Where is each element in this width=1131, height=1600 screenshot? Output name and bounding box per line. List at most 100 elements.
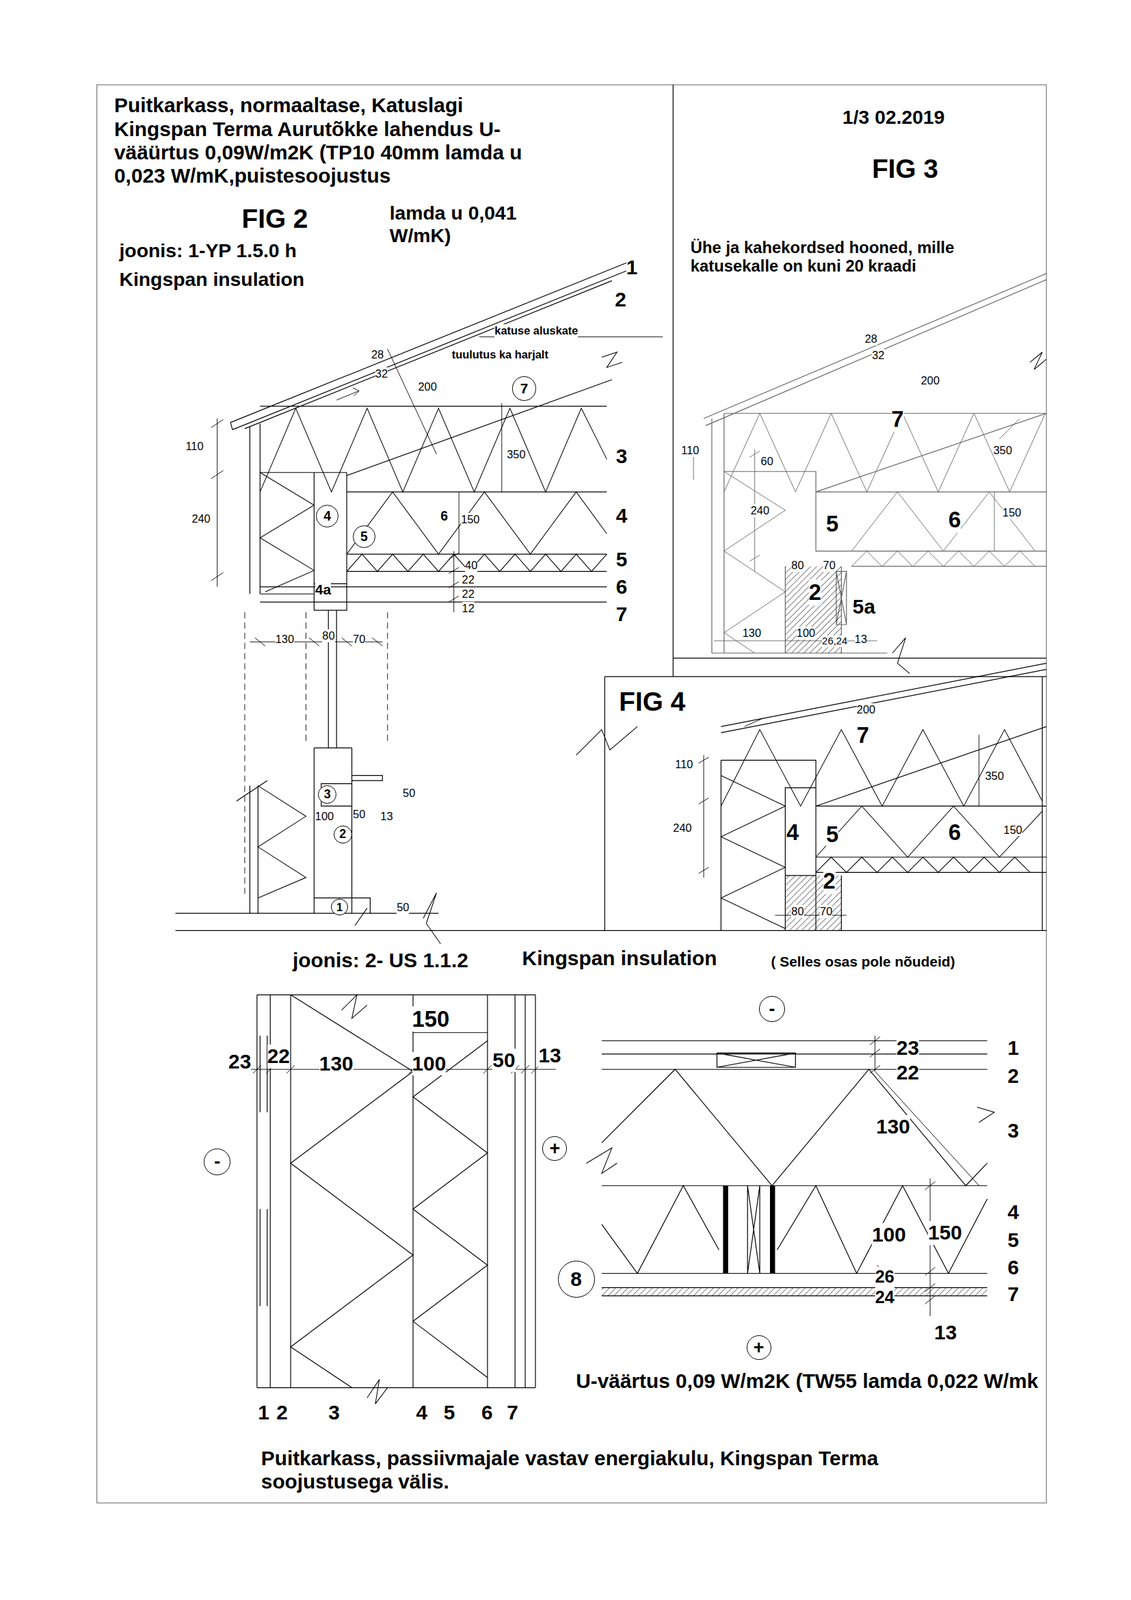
drawing-label: 28 <box>371 348 384 362</box>
drawing-label: 80 <box>322 629 335 643</box>
drawing-label: 22 <box>462 573 475 587</box>
drawing-label: 5 <box>616 547 628 571</box>
drawing-label: 1 <box>626 255 638 279</box>
drawing-label: 6 <box>481 1400 494 1424</box>
drawing-label: 50 <box>396 900 409 914</box>
drawing-label: 200 <box>856 702 876 716</box>
drawing-label: 13 <box>934 1320 957 1344</box>
drawing-label: 4a <box>315 581 331 598</box>
drawing-label: 100 <box>871 1222 907 1246</box>
callout-circle: 4 <box>315 504 339 528</box>
drawing-label: 22 <box>896 1060 920 1084</box>
roof-wall-section <box>230 261 633 610</box>
break-mark <box>354 908 995 1174</box>
drawing-label: Kingspan insulation <box>118 268 305 291</box>
drawing-label: joonis: 2- US 1.1.2 <box>292 948 469 972</box>
dimension-line <box>229 1032 556 1074</box>
drawing-label: 2 <box>276 1400 288 1424</box>
insulation-symbol <box>259 408 607 592</box>
drawing-label: 7 <box>506 1400 519 1424</box>
drawing-label: 13 <box>538 1043 561 1067</box>
break-mark <box>423 352 638 944</box>
callout-circle: 2 <box>333 825 353 844</box>
vapour-barrier <box>769 1185 775 1273</box>
drawing-label: 60 <box>761 454 774 468</box>
callout-circle: + <box>746 1334 772 1360</box>
window-outline <box>244 611 388 898</box>
roof-wall-section <box>703 273 1047 654</box>
callout-number: 1 <box>336 901 343 913</box>
drawing-label: 23 <box>228 1049 251 1073</box>
drawing-label: 130 <box>275 632 295 646</box>
drawing-label: 240 <box>750 503 770 517</box>
vapour-barrier <box>722 1185 728 1273</box>
drawing-label: 350 <box>506 447 526 461</box>
insulation-symbol <box>601 1068 988 1273</box>
insulation-symbol <box>724 413 1046 653</box>
callout-circle: 7 <box>512 376 537 401</box>
callout-number: 7 <box>520 381 529 396</box>
drawing-label: 3 <box>1007 1118 1020 1142</box>
drawing-label: 22 <box>267 1044 290 1068</box>
hatched-board <box>601 1286 988 1296</box>
drawing-label: 4 <box>416 1400 429 1424</box>
insulation-symbol <box>290 994 488 1387</box>
drawing-label: 12 <box>462 601 475 615</box>
drawing-label: 3 <box>328 1400 340 1424</box>
drawing-label: 200 <box>921 374 940 388</box>
drawing-label: 7 <box>856 722 870 749</box>
drawing-label: 40 <box>464 558 478 572</box>
drawing-label: 7 <box>1007 1282 1020 1306</box>
callout-number: + <box>549 1139 561 1158</box>
drawing-label: ( Selles osas pole nõudeid) <box>771 953 956 970</box>
drawing-label: 50 <box>492 1048 515 1072</box>
callout-circle: - <box>759 995 786 1023</box>
drawing-label: 110 <box>674 757 693 771</box>
drawing-label: 70 <box>823 558 836 572</box>
callout-circle: 1 <box>330 898 348 915</box>
callout-number: 5 <box>360 529 368 543</box>
drawing-label: 2 <box>1007 1063 1020 1088</box>
drawing-label: 22 <box>462 587 475 601</box>
drawing-label: 23 <box>896 1035 920 1060</box>
drawing-label: 150 <box>1003 823 1023 837</box>
drawing-label: 5a <box>852 594 876 619</box>
drawing-label: 70 <box>352 632 366 646</box>
drawing-label: FIG 2 <box>241 203 308 235</box>
break-mark <box>892 352 1047 674</box>
wall-section <box>175 609 439 913</box>
drawing-label: Ühe ja kahekordsed hooned, mille katusek… <box>690 237 1028 276</box>
drawing-label: 6 <box>616 575 628 599</box>
drawing-label: 32 <box>375 367 388 381</box>
drawing-label: 6 <box>948 819 961 846</box>
drawing-label: 7 <box>616 602 628 626</box>
drawing-label: 240 <box>191 512 210 526</box>
callout-number: - <box>214 1152 221 1171</box>
drawing-label: 4 <box>616 503 628 528</box>
drawing-label: 4 <box>786 819 799 846</box>
callout-number: - <box>769 999 776 1019</box>
drawing-label: 2 <box>823 867 836 894</box>
callout-number: + <box>753 1338 765 1357</box>
drawing-label: 100 <box>412 1051 447 1075</box>
dimension-line <box>698 717 980 915</box>
drawing-label: 80 <box>791 558 804 572</box>
callout-number: 4 <box>323 509 331 523</box>
drawing-label: FIG 3 <box>871 153 939 185</box>
drawing-label: katuse aluskate <box>494 324 578 338</box>
drawing-label: joonis: 1-YP 1.5.0 h <box>118 239 297 262</box>
drawing-label: 130 <box>319 1051 354 1075</box>
drawing-label: 5 <box>826 821 839 848</box>
callout-circle: 3 <box>317 784 337 804</box>
callout-number: 2 <box>339 828 347 841</box>
callout-circle: 8 <box>557 1260 595 1298</box>
drawing-label: 6 <box>440 508 448 524</box>
drawing-label: 130 <box>875 1114 911 1138</box>
dimension-line <box>693 418 1020 641</box>
drawing-label: 50 <box>352 807 366 821</box>
insulation-symbol <box>720 729 1043 929</box>
callout-circle: + <box>542 1135 567 1161</box>
drawing-label: 100 <box>796 626 816 640</box>
roof-wall-section <box>720 663 1047 931</box>
drawing-label: 6 <box>948 506 961 533</box>
